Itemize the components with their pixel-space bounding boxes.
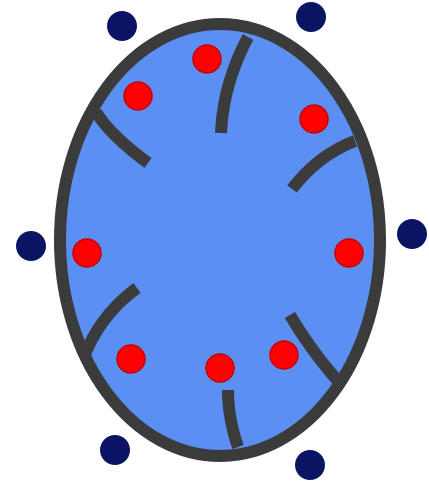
inner-dot: [193, 45, 221, 73]
inner-dot: [117, 345, 145, 373]
cell-body: [60, 24, 380, 456]
outer-dot: [16, 231, 46, 261]
outer-dot: [107, 11, 137, 41]
inner-dot: [300, 105, 328, 133]
outer-dot: [295, 450, 325, 480]
inner-dot: [270, 341, 298, 369]
inner-dot: [206, 354, 234, 382]
inner-dot: [335, 239, 363, 267]
outer-dot: [397, 219, 427, 249]
inner-dot: [73, 239, 101, 267]
inner-dot: [124, 82, 152, 110]
outer-dot: [296, 2, 326, 32]
outer-dot: [100, 435, 130, 465]
